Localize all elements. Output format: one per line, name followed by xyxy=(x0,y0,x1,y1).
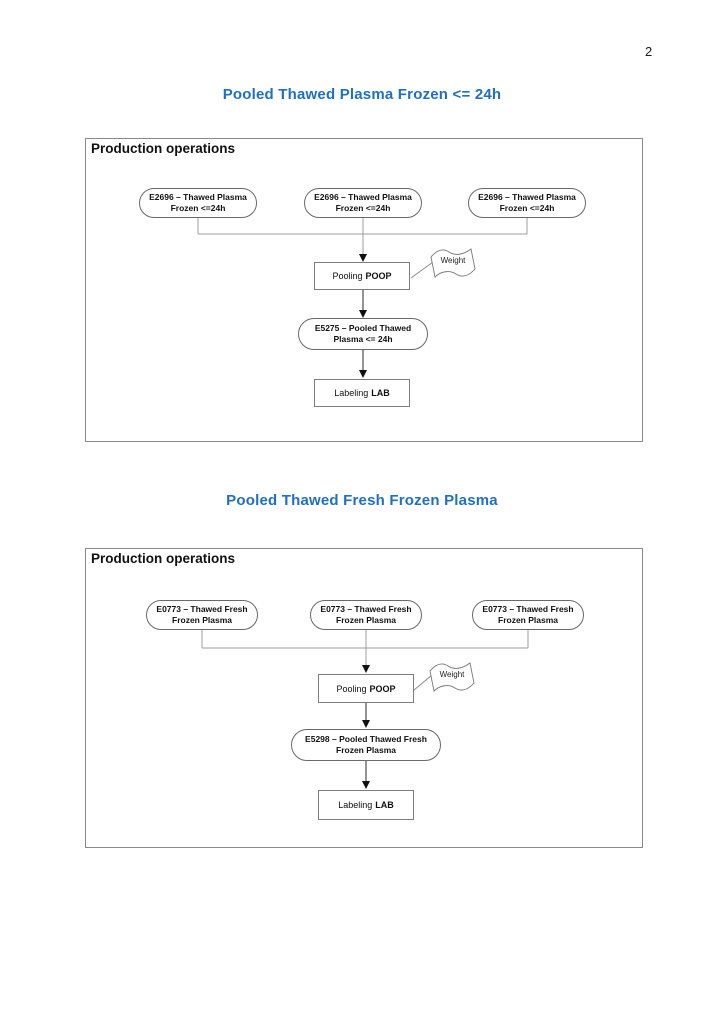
diagram-2-arrowheads xyxy=(362,665,370,789)
stadium-label-line2: Frozen <=24h xyxy=(170,203,226,213)
stadium-label-line1: E5298 – Pooled Thawed Fresh xyxy=(305,734,427,744)
pooling-label: Pooling xyxy=(336,683,367,694)
input-stadium: E0773 – Thawed Fresh Frozen Plasma xyxy=(146,600,258,630)
diagram-1-title: Pooled Thawed Plasma Frozen <= 24h xyxy=(222,86,502,103)
diagram-2-note-connector xyxy=(413,674,433,691)
pooling-label: Pooling xyxy=(332,271,363,281)
diagram-1-arrowheads xyxy=(359,254,367,378)
labeling-label: Labeling xyxy=(338,800,373,810)
stadium-label-line2: Frozen Plasma xyxy=(336,745,396,755)
input-stadium: E0773 – Thawed Fresh Frozen Plasma xyxy=(310,600,422,630)
input-stadium: E0773 – Thawed Fresh Frozen Plasma xyxy=(472,600,584,630)
input-stadium: E2696 – Thawed Plasma Frozen <=24h xyxy=(304,188,422,218)
pooling-box: Pooling POOP xyxy=(314,262,410,290)
input-stadium: E2696 – Thawed Plasma Frozen <=24h xyxy=(468,188,586,218)
labeling-box: Labeling LAB xyxy=(314,379,410,407)
stadium-label-line2: Plasma <= 24h xyxy=(333,334,393,344)
weight-flag-icon xyxy=(429,662,475,692)
pooled-stadium: E5298 – Pooled Thawed Fresh Frozen Plasm… xyxy=(291,729,441,761)
diagram-2-frame-label: Production operations xyxy=(91,551,236,566)
labeling-code: LAB xyxy=(375,800,394,810)
stadium-label-line1: E2696 – Thawed Plasma xyxy=(314,192,412,202)
diagram-1-note-connector xyxy=(410,261,434,279)
pooling-code: POOP xyxy=(365,271,392,281)
stadium-label-line2: Frozen Plasma xyxy=(498,615,558,625)
diagram-2-title: Pooled Thawed Fresh Frozen Plasma xyxy=(226,492,498,509)
diagram-1-frame-label: Production operations xyxy=(91,141,236,156)
labeling-box: Labeling LAB xyxy=(318,790,414,820)
labeling-code: LAB xyxy=(371,388,390,398)
stadium-label-line2: Frozen <=24h xyxy=(335,203,391,213)
diagram-1-frame xyxy=(85,138,643,442)
pooling-box: Pooling POOP xyxy=(318,674,414,703)
stadium-label-line2: Frozen Plasma xyxy=(336,615,396,625)
labeling-label: Labeling xyxy=(334,388,369,398)
stadium-label-line2: Frozen <=24h xyxy=(499,203,555,213)
pooled-stadium: E5275 – Pooled Thawed Plasma <= 24h xyxy=(298,318,428,350)
stadium-label-line1: E2696 – Thawed Plasma xyxy=(149,192,247,202)
input-stadium: E2696 – Thawed Plasma Frozen <=24h xyxy=(139,188,257,218)
stadium-label-line1: E0773 – Thawed Fresh xyxy=(482,604,574,614)
page-number: 2 xyxy=(645,44,653,59)
diagram-2-tree-connector xyxy=(201,630,529,666)
stadium-label-line1: E2696 – Thawed Plasma xyxy=(478,192,576,202)
stadium-label-line1: E0773 – Thawed Fresh xyxy=(320,604,412,614)
weight-flag-icon xyxy=(430,248,476,278)
stadium-label-line1: E0773 – Thawed Fresh xyxy=(156,604,248,614)
stadium-label-line2: Frozen Plasma xyxy=(172,615,232,625)
diagram-2-frame xyxy=(85,548,643,848)
weight-note-label: Weight xyxy=(440,256,466,265)
stadium-label-line1: E5275 – Pooled Thawed xyxy=(314,323,412,333)
pooling-code: POOP xyxy=(369,683,396,694)
diagram-1-tree-connector xyxy=(197,218,528,255)
weight-note-label: Weight xyxy=(439,670,465,679)
